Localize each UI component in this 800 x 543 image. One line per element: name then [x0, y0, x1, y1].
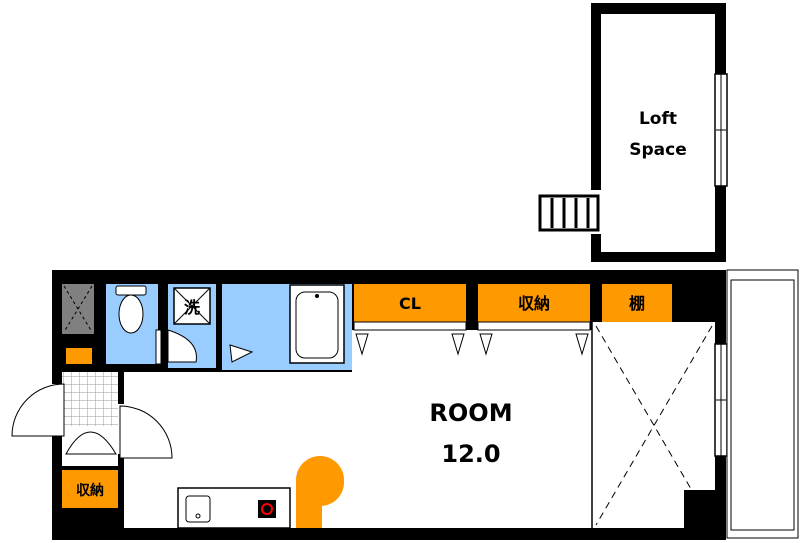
storage-entry [62, 470, 118, 508]
loft-label-line2: Space [629, 140, 687, 160]
void-diagonal-1 [595, 325, 713, 526]
laundry-label: 洗 [184, 298, 200, 317]
loft-ladder [538, 194, 600, 232]
washroom-door-swing [167, 329, 197, 363]
storage-shuunou-label: 収納 [518, 294, 550, 313]
closet-cl [354, 284, 466, 322]
kitchen-counter [177, 487, 291, 529]
small-storage [66, 348, 92, 364]
shoe-cabinet-diagonal-2 [63, 285, 93, 333]
balcony [726, 269, 799, 539]
balcony-inner [730, 279, 795, 531]
storage-shuunou [478, 284, 590, 322]
toilet-door [155, 329, 162, 365]
bathtub-icon [289, 284, 345, 364]
main-unit: CL 収納 棚 洗 [0, 270, 728, 540]
closet-cl-label: CL [399, 294, 421, 313]
bathroom-door [229, 344, 254, 363]
storage-entry-label: 収納 [76, 482, 104, 499]
closet-doors [353, 321, 591, 356]
inner-door-swing [119, 405, 173, 459]
room-name: ROOM [429, 399, 512, 427]
toilet-icon [115, 285, 147, 334]
void-diagonal-2 [595, 325, 713, 526]
loft-label-line1: Loft [639, 109, 677, 129]
shelf-tana-label: 棚 [629, 294, 645, 313]
hall-door-swing [65, 431, 117, 455]
room-size: 12.0 [441, 440, 500, 468]
loft-area: Loft Space [538, 3, 728, 262]
refrigerator-space [296, 456, 345, 528]
room-floor [124, 330, 592, 528]
entrance-door-swing [11, 383, 65, 437]
entrance-floor [62, 372, 118, 426]
loft-floor [601, 14, 715, 252]
washing-machine-space: 洗 [173, 287, 211, 325]
stove-icon [258, 500, 276, 518]
shelf-tana [602, 284, 672, 322]
sink-icon [185, 495, 211, 523]
